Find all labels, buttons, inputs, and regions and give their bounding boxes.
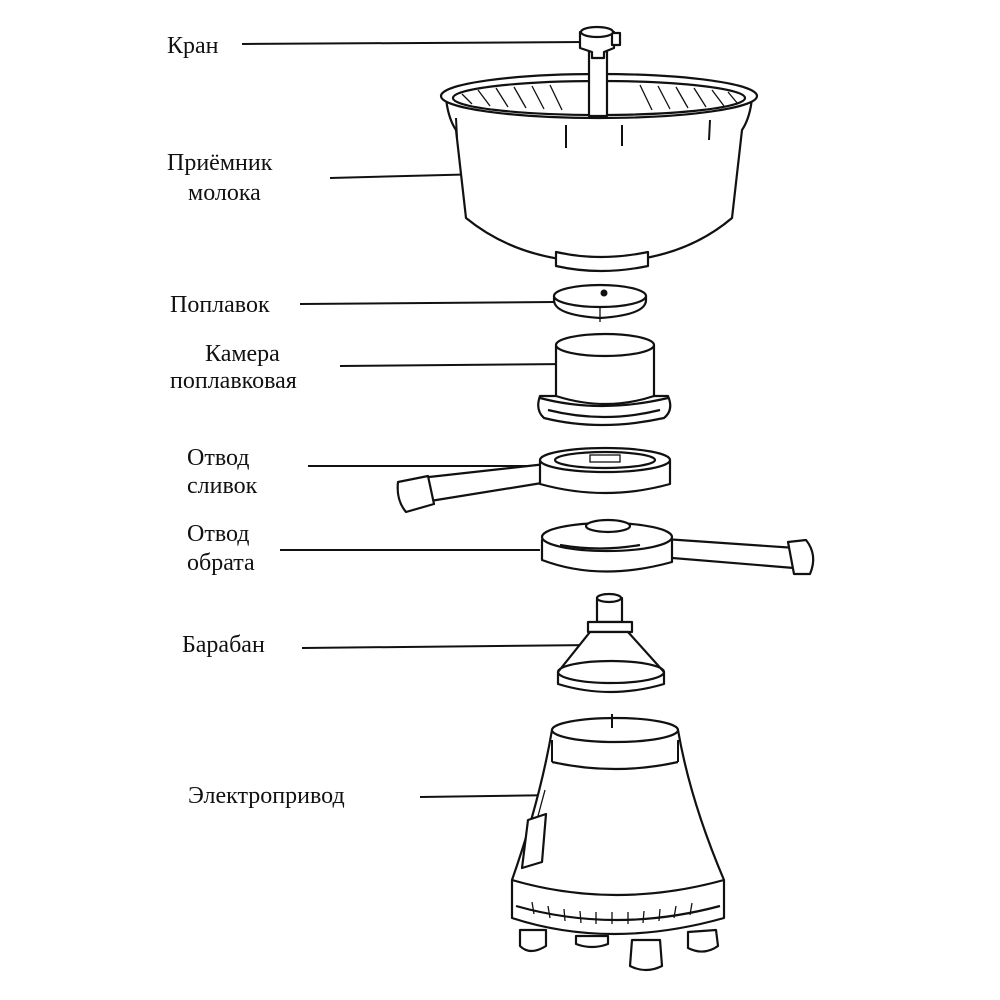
label-tap: Кран — [167, 33, 219, 59]
milk-receiver — [439, 72, 759, 273]
float — [552, 283, 648, 322]
label-chamber-1: Камера — [205, 341, 280, 367]
label-drive: Электропривод — [188, 783, 345, 809]
label-chamber-2: поплавковая — [170, 368, 297, 394]
leader-chamber — [339, 363, 571, 367]
float-chamber — [537, 332, 672, 427]
label-skim-1: Отвод — [187, 521, 250, 547]
leader-drive — [419, 794, 561, 798]
label-receiver-1: Приёмник — [167, 150, 273, 176]
label-receiver-2: молока — [188, 180, 261, 206]
label-cream-1: Отвод — [187, 445, 250, 471]
drum — [556, 592, 666, 694]
leader-receiver — [329, 173, 486, 179]
label-drum: Барабан — [182, 632, 265, 658]
label-float: Поплавок — [170, 292, 270, 318]
electric-drive — [510, 714, 726, 972]
leader-tap — [241, 41, 586, 45]
label-cream-2: сливок — [187, 473, 258, 499]
tap — [578, 25, 622, 118]
label-skim-2: обрата — [187, 550, 255, 576]
leader-drum — [301, 644, 596, 649]
cream-outlet — [396, 446, 672, 514]
skim-outlet — [540, 518, 815, 576]
leader-float — [299, 301, 556, 305]
